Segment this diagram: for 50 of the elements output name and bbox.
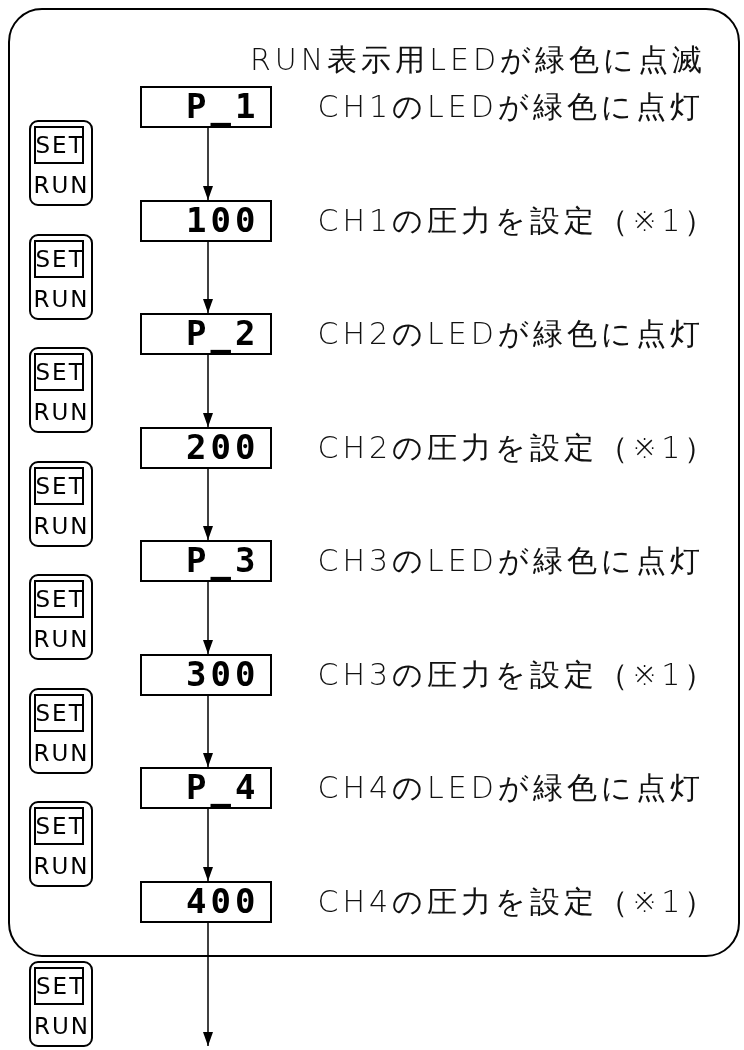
status-text: CH2のLEDが緑色に点灯 [317,314,704,353]
key-label: RUN [34,1012,86,1041]
key-label: RUN [33,738,86,768]
status-text: CH2の圧力を設定（※1） [317,428,719,467]
led-display: 100 [139,199,272,242]
arrow [203,922,213,1047]
key-label: SET [33,352,84,391]
status-text: CH3のLEDが緑色に点灯 [317,541,704,580]
key-label: SET [33,239,84,278]
key-label: RUN [33,511,86,541]
led-display: P_4 [139,766,272,809]
arrow [203,354,213,428]
set-run-button [28,687,93,774]
set-run-button [28,233,93,320]
led-display: P_1 [139,85,272,128]
key-label: SET [33,125,84,164]
key-label: SET [33,693,84,732]
led-display: P_2 [139,312,272,355]
arrow [203,241,213,314]
status-text: CH1のLEDが緑色に点灯 [317,87,704,126]
arrow [203,581,213,655]
status-text: CH3の圧力を設定（※1） [317,655,719,694]
key-label: SET [33,806,84,845]
arrow [203,127,213,201]
key-label: SET [33,466,84,505]
key-label: RUN [33,851,86,881]
panel-frame [8,8,740,957]
set-run-button [28,119,93,206]
key-label: SET [34,967,84,1005]
set-run-button [28,460,93,547]
key-label: SET [33,579,84,618]
arrow [203,808,213,882]
key-label: RUN [33,170,86,200]
key-label: RUN [33,397,86,427]
arrow [203,695,213,768]
key-label: RUN [33,284,86,314]
key-label: RUN [33,624,86,654]
arrow [203,468,213,541]
led-display: 200 [139,426,272,469]
heading-text: RUN表示用LEDが緑色に点滅 [250,41,706,79]
led-display: 300 [139,653,272,696]
status-text: CH4の圧力を設定（※1） [317,882,719,921]
set-run-button [28,573,93,660]
led-display: 400 [139,880,272,923]
set-run-button [28,346,93,433]
led-display: P_3 [139,539,272,582]
status-text: CH1の圧力を設定（※1） [317,201,719,240]
status-text: CH4のLEDが緑色に点灯 [317,768,704,807]
set-run-button [28,800,93,887]
set-run-button [29,961,93,1047]
